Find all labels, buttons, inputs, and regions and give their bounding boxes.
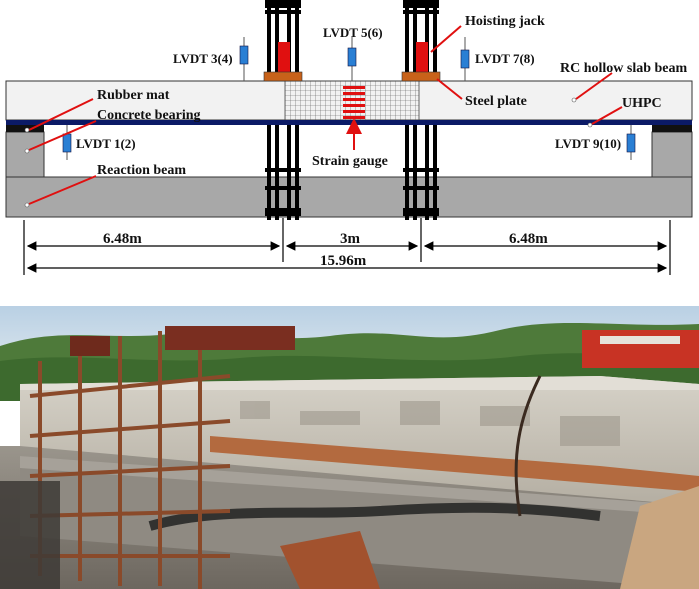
loading-frame-right bbox=[401, 0, 441, 220]
concrete-bearing-label: Concrete bearing bbox=[97, 108, 201, 123]
hoisting-jack-label: Hoisting jack bbox=[465, 14, 545, 29]
uhpc-label: UHPC bbox=[622, 96, 662, 111]
lvdt-1-2-sensor bbox=[62, 125, 72, 160]
concrete-bearing-left bbox=[5, 131, 45, 178]
rc-beam-callout-dot bbox=[571, 97, 577, 103]
rubber-mat-callout-dot bbox=[24, 127, 30, 133]
strain-gauge-label: Strain gauge bbox=[312, 154, 388, 169]
photo-red-truck bbox=[582, 330, 699, 368]
lvdt-5-6-label: LVDT 5(6) bbox=[323, 25, 383, 40]
concrete-bearing-right bbox=[651, 131, 693, 178]
lvdt-3-4-sensor bbox=[239, 37, 249, 81]
lvdt-7-8-label: LVDT 7(8) bbox=[475, 51, 535, 66]
total-span-label: 15.96m bbox=[320, 253, 367, 269]
middle-span-label: 3m bbox=[340, 231, 361, 247]
strain-gauges bbox=[343, 86, 365, 119]
concrete-bearing-callout-dot bbox=[24, 148, 30, 154]
photo-planks bbox=[280, 531, 380, 589]
rc-hollow-slab-beam-label: RC hollow slab beam bbox=[560, 61, 688, 76]
left-span-label: 6.48m bbox=[103, 231, 142, 247]
reaction-beam-label: Reaction beam bbox=[97, 163, 186, 178]
rubber-mat-callout bbox=[28, 98, 94, 131]
reaction-beam bbox=[5, 176, 693, 218]
right-span-label: 6.48m bbox=[509, 231, 548, 247]
rubber-mat-left bbox=[6, 124, 44, 132]
lvdt-9-10-label: LVDT 9(10) bbox=[555, 136, 621, 151]
photo-jack-frame bbox=[165, 326, 295, 350]
uhpc-callout-dot bbox=[587, 122, 593, 128]
lvdt-7-8-sensor bbox=[460, 37, 470, 81]
field-test-photo bbox=[0, 306, 699, 589]
lvdt-9-10-sensor bbox=[626, 125, 636, 160]
photo-scaffolding bbox=[29, 326, 231, 589]
lvdt-3-4-label: LVDT 3(4) bbox=[173, 51, 233, 66]
steel-plate-label: Steel plate bbox=[465, 94, 527, 109]
lvdt-1-2-label: LVDT 1(2) bbox=[76, 136, 136, 151]
lvdt-5-6-sensor bbox=[347, 37, 357, 81]
rc-beam-callout bbox=[575, 72, 613, 100]
rubber-mat-label: Rubber mat bbox=[97, 88, 170, 103]
uhpc-callout bbox=[591, 106, 623, 125]
hoisting-jack-callout bbox=[430, 25, 462, 53]
test-setup-diagram: LVDT 3(4) LVDT 5(6) LVDT 7(8) LVDT 1(2) … bbox=[5, 0, 693, 275]
reaction-beam-callout-dot bbox=[24, 202, 30, 208]
photo-brick-layer bbox=[210, 436, 699, 492]
loading-frame-left bbox=[263, 0, 303, 220]
rubber-mat-right bbox=[652, 124, 692, 132]
reaction-beam-callout bbox=[28, 175, 97, 205]
photo-reaction-beam bbox=[20, 456, 699, 589]
photo-cables bbox=[148, 502, 601, 531]
concrete-bearing-callout bbox=[28, 120, 97, 151]
steel-plate-callout bbox=[436, 78, 463, 100]
